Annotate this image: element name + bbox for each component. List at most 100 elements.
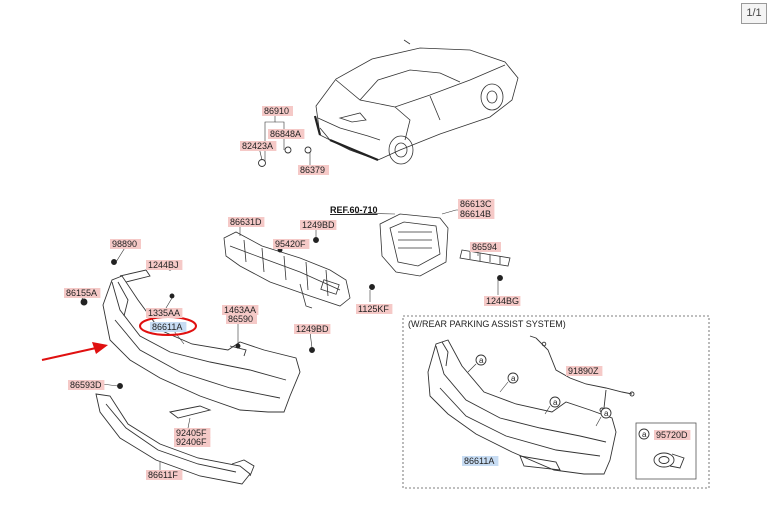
part-label-background [462, 456, 499, 466]
sensor-callouts [467, 354, 612, 427]
part-label-p86594: 86594 [470, 242, 501, 252]
part-label-text: 92405F [176, 428, 207, 438]
part-label-p86611A_inset: 86611A [462, 456, 499, 466]
part-label-text: 86593D [70, 380, 102, 390]
part-label-p86155A: 86155A [64, 288, 101, 298]
part-label-text: 1244BG [486, 296, 519, 306]
part-label-background [356, 304, 393, 314]
part-label-p98890: 98890 [110, 239, 141, 249]
part-label-p86379: 86379 [298, 165, 329, 175]
part-label-background [174, 437, 211, 447]
part-label-text: 95720D [656, 430, 688, 440]
part-label-p86910: 86910 [262, 106, 293, 116]
inset-title: (W/REAR PARKING ASSIST SYSTEM) [408, 319, 566, 329]
side-bracket-illustration [459, 249, 511, 267]
part-label-text: 1249BD [296, 324, 329, 334]
part-label-background [300, 220, 337, 230]
part-label-background [294, 324, 331, 334]
page-indicator: 1/1 [741, 3, 767, 24]
svg-text:a: a [511, 374, 516, 383]
part-label-background [146, 470, 183, 480]
part-label-background [110, 239, 141, 249]
part-label-background [68, 380, 105, 390]
part-label-text: 86379 [300, 165, 325, 175]
part-label-background [268, 129, 305, 139]
part-label-p92405F: 92405F [174, 428, 211, 438]
part-label-text: 86611A [152, 322, 182, 332]
part-label-background [470, 242, 501, 252]
part-label-text: 86848A [270, 129, 301, 139]
inset-bumper-illustration [427, 339, 617, 475]
part-label-p1249BD_b: 1249BD [294, 324, 331, 334]
part-label-p1244BJ: 1244BJ [146, 260, 183, 270]
part-label-p92406F: 92406F [174, 437, 211, 447]
part-label-background [273, 239, 310, 249]
part-label-background [146, 260, 183, 270]
part-label-text: 95420F [275, 239, 306, 249]
part-label-text: 86910 [264, 106, 289, 116]
part-label-background [298, 165, 329, 175]
part-label-background [240, 141, 277, 151]
sensor-callout-letters: a a a a [479, 356, 609, 418]
part-label-text: 1335AA [148, 308, 180, 318]
part-labels: 86910 86848A 82423A 86379 86631D 1249BD 95420F… [64, 106, 691, 480]
part-label-p86614B: 86614B [458, 209, 495, 219]
part-label-p86613C: 86613C [458, 199, 495, 209]
part-label-background [174, 428, 211, 438]
wiring-harness-illustration [529, 335, 635, 413]
part-label-background [226, 314, 257, 324]
part-label-text: 1244BJ [148, 260, 179, 270]
part-label-text: 86631D [230, 217, 262, 227]
part-label-p86848A: 86848A [268, 129, 305, 139]
part-label-text: 86611A [464, 456, 494, 466]
part-label-background [146, 308, 183, 318]
sensor-box: a [635, 422, 697, 480]
part-label-background [566, 366, 603, 376]
part-label-text: 92406F [176, 437, 207, 447]
part-label-p86593D: 86593D [68, 380, 105, 390]
part-label-p86611A_main: 86611A [150, 322, 187, 332]
svg-text:a: a [553, 398, 558, 407]
red-arrow [41, 342, 108, 361]
part-label-p1249BD_a: 1249BD [300, 220, 337, 230]
part-label-background [458, 199, 495, 209]
part-label-text: 1249BD [302, 220, 335, 230]
part-label-p1463AA: 1463AA [222, 305, 259, 315]
part-label-background [222, 305, 259, 315]
part-label-text: 86594 [472, 242, 497, 252]
part-label-p95420F: 95420F [273, 239, 310, 249]
part-label-background [484, 296, 521, 306]
part-label-text: 98890 [112, 239, 137, 249]
part-label-text: 1463AA [224, 305, 256, 315]
reflector-molding-illustration [168, 405, 212, 419]
part-label-background [458, 209, 495, 219]
bracket-illustration [379, 213, 449, 277]
part-label-background [654, 430, 691, 440]
part-label-p1244BG: 1244BG [484, 296, 521, 306]
leader-lines [77, 112, 499, 470]
part-label-background [262, 106, 293, 116]
part-label-background [150, 322, 187, 332]
part-label-text: 91890Z [568, 366, 599, 376]
svg-text:a: a [604, 409, 609, 418]
part-label-background [64, 288, 101, 298]
part-label-text: 86155A [66, 288, 97, 298]
parking-assist-inset: (W/REAR PARKING ASSIST SYSTEM) [402, 315, 710, 489]
part-label-p86631D: 86631D [228, 217, 265, 227]
fasteners [80, 146, 503, 389]
part-label-text: 86590 [228, 314, 253, 324]
part-label-background [228, 217, 265, 227]
part-label-p91890Z: 91890Z [566, 366, 603, 376]
part-label-text: 86614B [460, 209, 491, 219]
impact-absorber-illustration [223, 231, 351, 309]
car-illustration [313, 39, 519, 165]
lower-cover-illustration [95, 393, 255, 485]
part-label-text: 86611F [148, 470, 178, 480]
ref-label: REF.60-710 [330, 205, 378, 215]
part-label-p86611F: 86611F [146, 470, 183, 480]
part-label-text: 82423A [242, 141, 273, 151]
part-label-p95720D: 95720D [654, 430, 691, 440]
part-label-p82423A: 82423A [240, 141, 277, 151]
